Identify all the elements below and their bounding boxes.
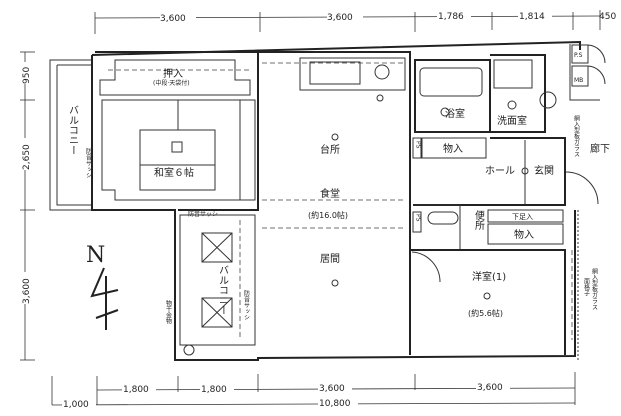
dim-bottom-total-2: 10,800 — [319, 399, 351, 409]
washroom — [490, 54, 557, 133]
storage-2-label: 物入 — [514, 228, 534, 241]
ps-1-label: PS — [415, 141, 422, 149]
bath-label: 浴室 — [445, 107, 465, 120]
dim-left-3: 3,600 — [22, 278, 32, 304]
ps-top-label: P.S — [574, 52, 583, 59]
dim-bottom-2: 1,800 — [201, 385, 227, 395]
sash-note-1: 防音サッシ — [85, 147, 92, 178]
ldk — [258, 51, 411, 355]
dim-left-1: 950 — [22, 67, 32, 84]
dim-top-4: 1,814 — [519, 12, 545, 22]
dim-bottom-1: 1,800 — [123, 385, 149, 395]
hall-entrance — [412, 137, 599, 206]
western-room-size: (約5.6帖) — [468, 308, 503, 318]
left-dimension-line — [20, 51, 35, 361]
dim-top-3: 1,786 — [438, 12, 464, 22]
mb-label: MB — [574, 77, 583, 84]
balcony-small-label: バルコニー — [217, 265, 229, 315]
balcony-west-label: バルコニー — [67, 105, 79, 155]
sash-note-2: 防音サッシ — [188, 210, 218, 218]
shoe-cabinet-label: 下足入 — [512, 213, 533, 221]
glass-note-top: 網入型板ガラス — [573, 114, 580, 157]
closet-label: 押入 — [163, 67, 183, 80]
dim-bottom-3: 3,600 — [319, 384, 345, 394]
outer-wall — [91, 40, 581, 361]
corridor-label: 廊下 — [590, 142, 610, 155]
dim-bottom-4: 3,600 — [477, 383, 503, 393]
dim-top-1: 3,600 — [160, 14, 186, 24]
toilet-label: 便所 — [473, 209, 485, 231]
grille-note: 面格子 — [583, 278, 590, 296]
north-arrow: N — [86, 243, 119, 330]
dim-top-2: 3,600 — [327, 13, 353, 23]
dim-top-5: 450 — [599, 12, 616, 22]
kitchen-label: 台所 — [320, 143, 340, 156]
dining-size: (約16.0帖) — [308, 210, 348, 220]
ps-2-label: PS — [415, 214, 422, 222]
drying-hardware-note: 物干金物 — [165, 299, 172, 325]
bath — [414, 59, 491, 133]
dining-label: 食堂 — [320, 187, 340, 200]
japanese-room-label: 和室６帖 — [154, 166, 194, 179]
closet-note: (中段·天袋付) — [153, 79, 190, 87]
washroom-label: 洗面室 — [497, 114, 527, 127]
balcony-small — [179, 214, 256, 356]
hall-label: ホール — [485, 165, 515, 177]
dim-left-2: 2,650 — [22, 144, 32, 170]
sash-note-3: 防音サッシ — [243, 289, 250, 320]
outer-wall-east — [569, 44, 600, 101]
living-label: 居間 — [320, 253, 340, 265]
toilet — [412, 204, 461, 251]
north-label: N — [86, 243, 105, 268]
entrance-label: 玄関 — [534, 164, 554, 177]
storage-shoe — [487, 209, 564, 245]
western-room-label: 洋室(1) — [472, 270, 506, 283]
dim-bottom-total-1: 1,000 — [63, 400, 89, 410]
western-room — [410, 210, 579, 360]
glass-note: 網入型板ガラス — [591, 267, 598, 310]
japanese-room — [95, 51, 259, 211]
ps-mb — [571, 44, 606, 87]
storage-1-label: 物入 — [443, 142, 463, 155]
